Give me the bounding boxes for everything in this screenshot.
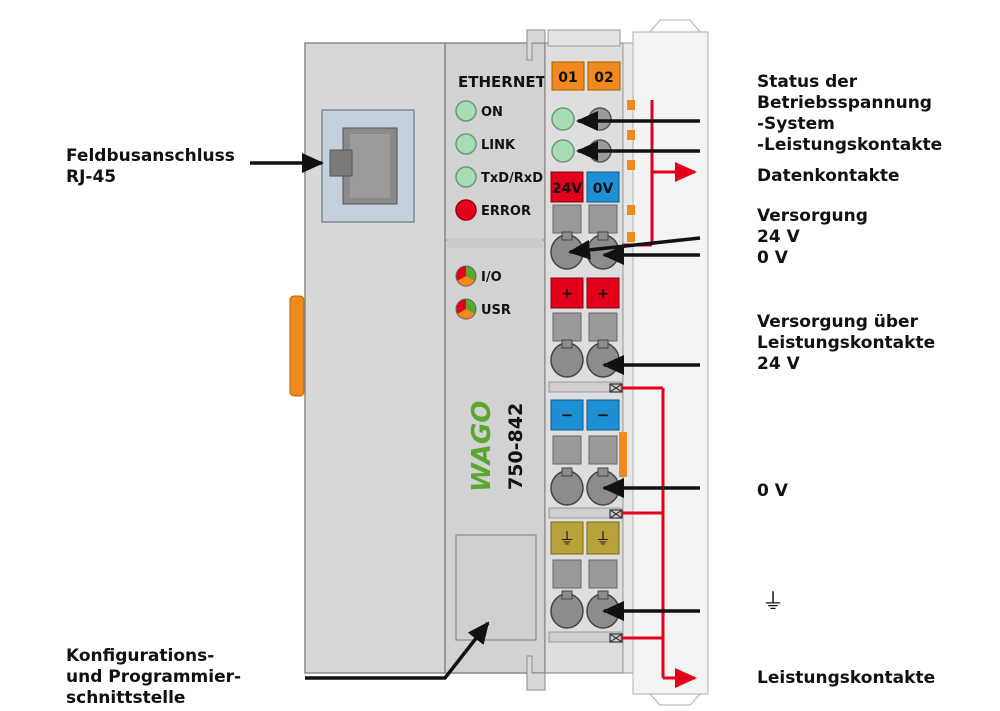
label-status: Status der Betriebsspannung -System -Lei… bbox=[757, 72, 943, 155]
led-on: ON bbox=[455, 100, 503, 122]
minus-tab-left: − bbox=[550, 399, 584, 431]
label-power-contacts: Leistungskontakte bbox=[757, 668, 936, 688]
status-tab-01: 01 bbox=[551, 61, 585, 91]
label-supply: Versorgung 24 V 0 V bbox=[757, 206, 868, 268]
status-led-aux bbox=[588, 107, 612, 131]
ground-tab-left: ⏚ bbox=[550, 521, 584, 555]
power-contacts-bracket bbox=[622, 386, 697, 688]
svg-text:−: − bbox=[597, 406, 610, 424]
din-rail-clip bbox=[289, 295, 305, 397]
led-link: LINK bbox=[455, 133, 516, 155]
clamp-plus-left bbox=[550, 339, 584, 378]
config-interface-cover bbox=[455, 534, 537, 641]
supply-tab-0v: 0V bbox=[586, 171, 620, 203]
plus-tab-left: + bbox=[550, 277, 584, 309]
svg-text:TxD/RxD: TxD/RxD bbox=[481, 171, 543, 186]
svg-text:USR: USR bbox=[481, 303, 511, 318]
ground-tab-right: ⏚ bbox=[586, 521, 620, 555]
label-zero-v: 0 V bbox=[757, 481, 788, 501]
clamp-ground-left bbox=[550, 590, 584, 629]
arrow-config bbox=[305, 621, 490, 680]
svg-text:−: − bbox=[561, 406, 574, 424]
label-supply-power: Versorgung über Leistungskontakte 24 V bbox=[757, 312, 936, 374]
label-fieldbus: Feldbusanschluss RJ-45 bbox=[66, 146, 235, 187]
svg-text:02: 02 bbox=[594, 70, 613, 86]
status-led-power bbox=[551, 139, 575, 163]
plus-tab-right: + bbox=[586, 277, 620, 309]
pointer-arrows bbox=[250, 111, 701, 680]
ethernet-header: ETHERNET bbox=[458, 73, 547, 91]
wago-logo: WAGO bbox=[467, 401, 497, 492]
svg-text:ERROR: ERROR bbox=[481, 204, 531, 219]
clamp-minus-left bbox=[550, 467, 584, 506]
label-ground: ⏚ bbox=[762, 590, 785, 615]
svg-text:ON: ON bbox=[481, 105, 503, 120]
label-data-contacts: Datenkontakte bbox=[757, 166, 900, 186]
end-plate bbox=[632, 31, 709, 695]
arrow-supply-24v bbox=[568, 236, 701, 260]
svg-text:I/O: I/O bbox=[481, 270, 502, 285]
led-txd-rxd: TxD/RxD bbox=[455, 166, 543, 188]
svg-text:+: + bbox=[561, 286, 573, 302]
svg-text:24V: 24V bbox=[552, 181, 582, 197]
svg-text:0V: 0V bbox=[593, 181, 614, 197]
led-io: I/O bbox=[455, 265, 502, 287]
led-error: ERROR bbox=[455, 199, 531, 221]
supply-tab-24v: 24V bbox=[550, 171, 584, 203]
status-led-system bbox=[551, 107, 575, 131]
svg-text:⏚: ⏚ bbox=[559, 529, 575, 548]
minus-tab-right: − bbox=[586, 399, 620, 431]
status-tab-02: 02 bbox=[587, 61, 621, 91]
svg-text:+: + bbox=[597, 286, 609, 302]
rj45-port bbox=[321, 109, 415, 223]
svg-text:⏚: ⏚ bbox=[595, 529, 611, 548]
model-number: 750-842 bbox=[505, 403, 527, 490]
svg-text:LINK: LINK bbox=[481, 138, 516, 153]
svg-text:01: 01 bbox=[558, 70, 577, 86]
svg-text:WAGO: WAGO bbox=[467, 401, 497, 492]
led-usr: USR bbox=[455, 298, 511, 320]
label-config: Konfigurations- und Programmier- schnitt… bbox=[66, 646, 242, 708]
